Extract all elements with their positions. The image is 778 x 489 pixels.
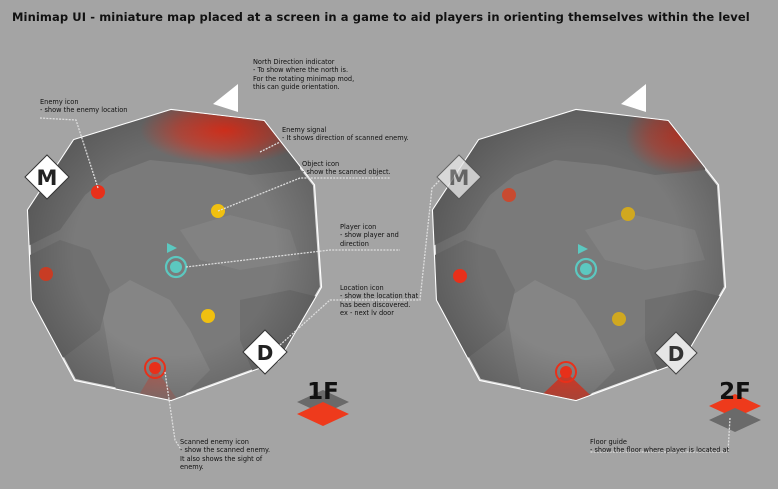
leader-line	[279, 179, 441, 346]
annotation-floor-guide: Floor guide- show the floor where player…	[590, 438, 729, 455]
annotation-enemy-signal: Enemy signal- It shows direction of scan…	[282, 126, 409, 143]
page-title: Minimap UI - miniature map placed at a s…	[12, 10, 750, 24]
annotation-title: Enemy signal	[282, 126, 327, 134]
floor-label: 2F	[719, 379, 751, 405]
annotation-line: - show player and	[340, 231, 399, 240]
annotation-title: Object icon	[302, 160, 340, 168]
annotation-object-icon: Object icon- show the scanned object.	[302, 160, 391, 177]
location-icon-label: D	[668, 342, 685, 366]
annotation-line: direction	[340, 239, 369, 248]
floor-guide: 1F	[297, 379, 349, 426]
north-indicator-icon	[213, 84, 238, 112]
object-icon	[621, 207, 635, 221]
map-marker-m-icon: M	[436, 154, 482, 200]
map-marker-m-icon: M	[24, 154, 70, 200]
object-icon	[201, 309, 215, 323]
floor-guide: 2F	[709, 379, 761, 432]
scanned-enemy-icon	[144, 357, 166, 379]
annotation-enemy-icon: Enemy icon- show the enemy location	[40, 98, 127, 115]
annotation-line: For the rotating minimap mod,	[253, 74, 355, 83]
annotation-line: It also shows the sight of	[180, 454, 263, 463]
annotation-line: - show the location that	[340, 292, 419, 301]
leader-line	[590, 417, 731, 453]
annotation-scanned-enemy-icon: Scanned enemy icon- show the scanned ene…	[180, 438, 270, 471]
annotation-title: Location icon	[340, 284, 384, 292]
annotation-line: has been discovered.	[340, 300, 411, 309]
annotation-line: enemy.	[180, 462, 204, 471]
annotation-north-indicator: North Direction indicator- To show where…	[253, 58, 354, 91]
floor-label: 1F	[307, 379, 339, 405]
object-icon	[612, 312, 626, 326]
floor-layer-inactive	[709, 408, 761, 432]
annotation-line: - show the scanned object.	[302, 168, 391, 177]
annotation-line: - show the enemy location	[40, 106, 128, 115]
location-icon: D	[654, 331, 698, 375]
annotation-title: Player icon	[340, 223, 377, 231]
location-icon: D	[242, 329, 288, 375]
annotation-title: Scanned enemy icon	[180, 438, 249, 446]
player-direction-icon	[578, 244, 588, 254]
enemy-icon	[39, 267, 53, 281]
annotation-leaders	[39, 117, 731, 453]
minimap-right: M D 2F	[431, 84, 761, 432]
annotation-line: - show the scanned enemy.	[180, 446, 271, 455]
minimap-left: M D 1F	[24, 84, 349, 426]
player-icon	[574, 244, 598, 281]
north-indicator-icon	[621, 84, 646, 112]
leader-line	[164, 371, 181, 449]
annotation-line: ex - next lv door	[340, 308, 394, 317]
annotation-line: - show the floor where player is located…	[590, 446, 730, 455]
marker-m-label: M	[449, 166, 470, 190]
annotation-line: this can guide orientation.	[253, 82, 340, 91]
marker-m-label: M	[37, 166, 58, 190]
leader-line	[185, 249, 400, 268]
floor-layer-active	[297, 402, 349, 426]
annotation-title: Enemy icon	[40, 98, 79, 106]
annotation-title: Floor guide	[590, 438, 627, 446]
leader-line	[259, 141, 281, 153]
leader-line	[217, 177, 390, 212]
enemy-icon	[91, 185, 105, 199]
location-icon-label: D	[257, 341, 274, 365]
floor-layer-active	[709, 394, 761, 418]
enemy-icon	[453, 269, 467, 283]
enemy-icon	[502, 188, 516, 202]
scanned-enemy-icon	[555, 361, 577, 383]
player-direction-icon	[167, 243, 177, 253]
leader-line	[39, 117, 99, 189]
annotation-line: - To show where the north is.	[253, 66, 349, 75]
annotation-line: - It shows direction of scanned enemy.	[282, 134, 409, 143]
annotation-title: North Direction indicator	[253, 58, 335, 66]
